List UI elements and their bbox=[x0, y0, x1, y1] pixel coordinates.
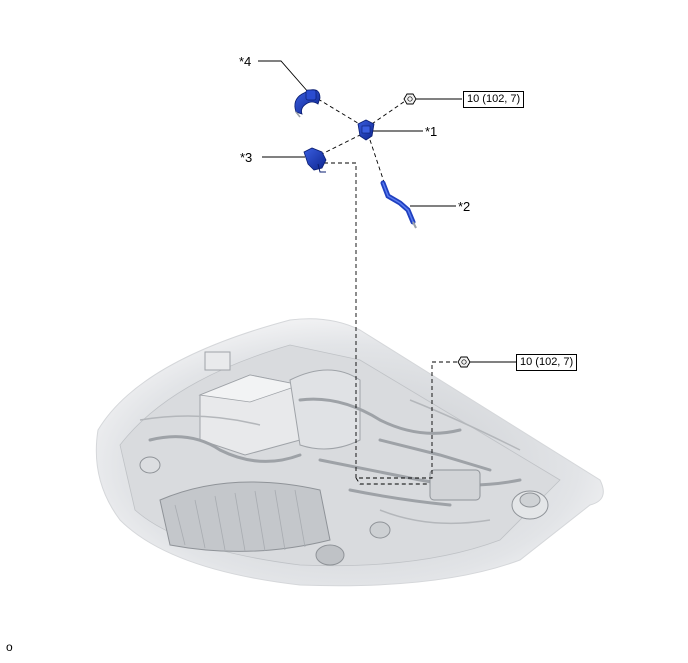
leader-4 bbox=[258, 60, 310, 94]
sensor-bracket-icon bbox=[357, 119, 375, 141]
callout-label-3: *3 bbox=[240, 150, 253, 165]
callout-label-2: *2 bbox=[458, 199, 471, 214]
torque-spec-lower: 10 (102, 7) bbox=[516, 354, 578, 371]
dash-engine-mount bbox=[355, 477, 428, 485]
connector-clamp-icon bbox=[303, 147, 327, 173]
dash-4-to-1 bbox=[317, 98, 367, 129]
hose-icon bbox=[380, 180, 417, 229]
leader-lines bbox=[258, 60, 516, 363]
dash-1-to-2 bbox=[369, 139, 385, 183]
bolt-icon bbox=[403, 93, 417, 105]
dash-route-to-engine bbox=[324, 162, 462, 479]
hose-clamp-icon bbox=[294, 89, 321, 118]
dash-3-to-1 bbox=[319, 132, 365, 156]
callout-label-4: *4 bbox=[239, 54, 252, 69]
torque-spec-upper: 10 (102, 7) bbox=[463, 91, 525, 108]
callout-label-1: *1 bbox=[425, 124, 438, 139]
corner-label: o bbox=[6, 640, 13, 654]
engine-compartment bbox=[95, 318, 604, 587]
bolt-icon bbox=[457, 356, 471, 368]
